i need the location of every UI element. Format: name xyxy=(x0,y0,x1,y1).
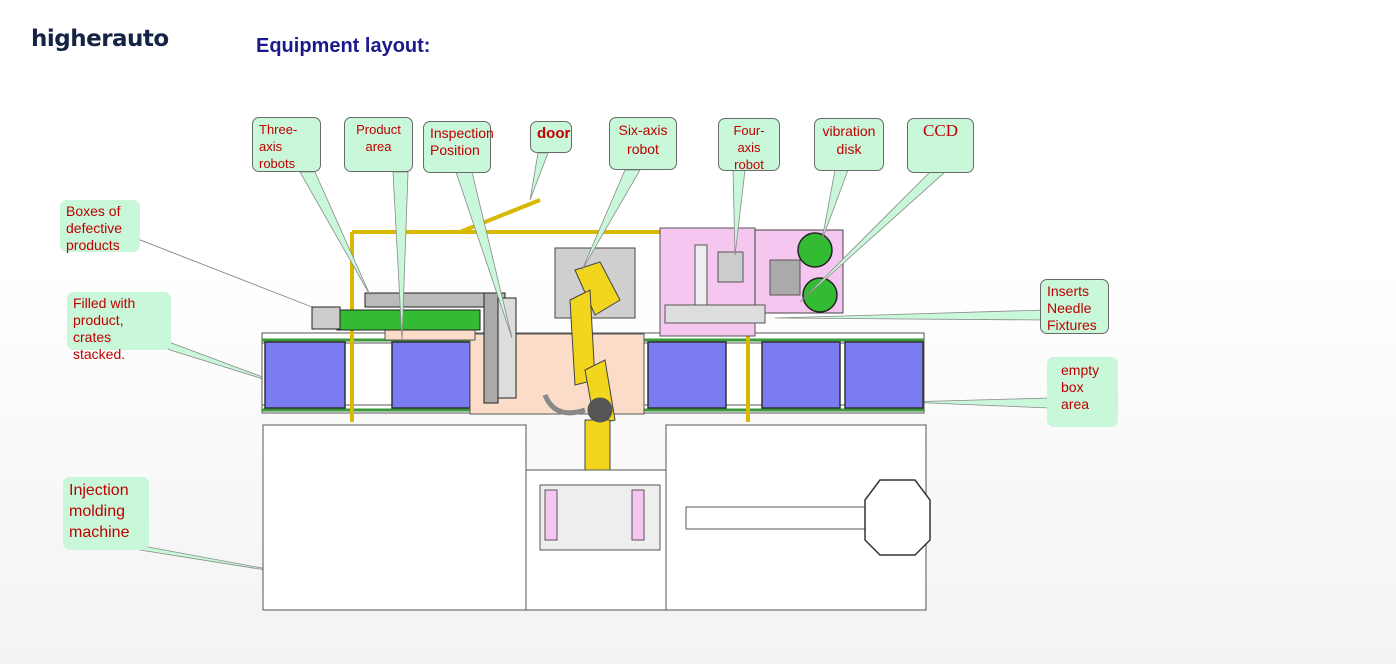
label-vibration-disk: vibration disk xyxy=(814,118,884,171)
label-product-area: Product area xyxy=(344,117,413,172)
leader-six-axis xyxy=(581,169,641,271)
leader-product-area xyxy=(392,171,409,341)
label-filled-crates: Filled with product, crates stacked. xyxy=(67,292,171,362)
crate-box xyxy=(264,341,346,409)
label-door: door xyxy=(530,121,572,153)
leader-door xyxy=(529,152,549,201)
label-ccd: CCD xyxy=(907,118,974,173)
label-six-axis-robot: Six-axis robot xyxy=(609,117,677,170)
vibration-disk xyxy=(802,277,838,313)
label-inspection-position: Inspection Position xyxy=(423,121,494,173)
leader-empty-box xyxy=(904,397,1051,409)
machine-mount xyxy=(864,479,931,556)
label-four-axis-robot: Four- axis robot xyxy=(718,118,780,172)
page-title: Equipment layout: xyxy=(256,35,431,57)
label-empty-box-area: empty box area xyxy=(1047,357,1118,427)
injection-machine xyxy=(262,424,527,611)
callout-leaders xyxy=(109,231,1051,579)
leader-three-axis xyxy=(299,171,371,296)
brand-logo: higherauto xyxy=(31,26,169,52)
crate-box xyxy=(391,341,471,409)
callout-leaders-upper xyxy=(299,152,947,341)
crate-boxes xyxy=(264,341,924,409)
label-defective-boxes: Boxes of defective products xyxy=(60,200,140,253)
machine-drawing xyxy=(261,198,931,611)
label-inserts-needle-fixtures: Inserts Needle Fixtures xyxy=(1040,279,1109,334)
crate-box xyxy=(844,341,924,409)
label-injection-molding-machine: Injection molding machine xyxy=(63,477,149,550)
crate-box xyxy=(761,341,841,409)
label-three-axis-robots: Three- axis robots xyxy=(252,117,321,172)
crate-box xyxy=(647,341,727,409)
gantry-rail xyxy=(336,309,481,331)
vibration-disk xyxy=(797,232,833,268)
